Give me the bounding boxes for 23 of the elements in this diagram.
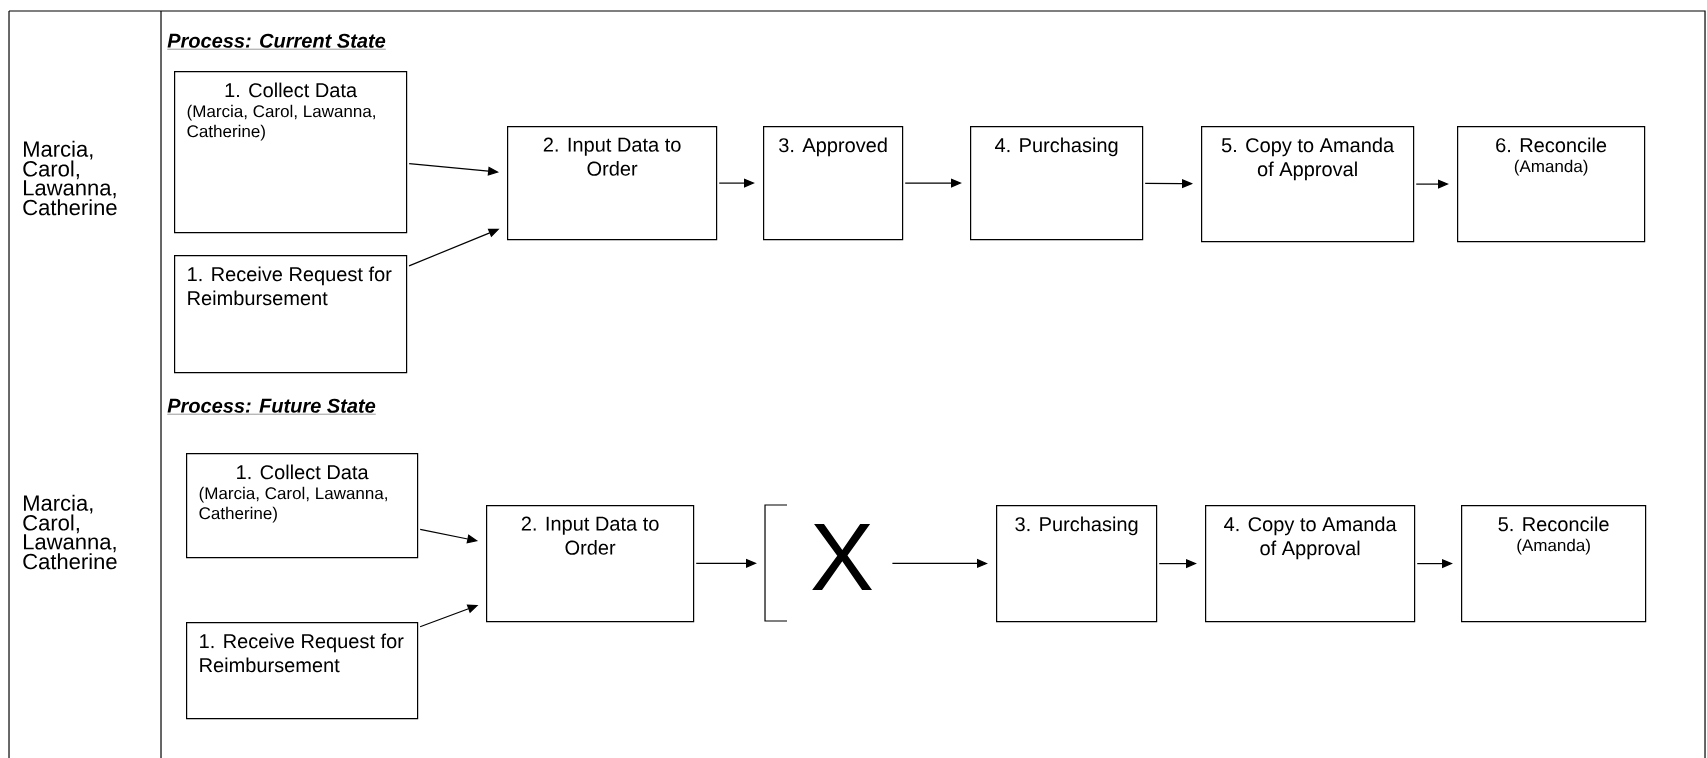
person-list: Marcia, Carol, Lawanna, Catherine [23, 494, 117, 570]
process-box: 1. Collect Data (Marcia, Carol, Lawanna, Catherine) [186, 453, 419, 559]
process-box: 5. Copy to Amanda of Approval [1201, 126, 1415, 243]
person-list: Marcia, Carol, Lawanna, Catherine [23, 140, 117, 216]
process-box: 1. Receive Request for Reimbursement [186, 622, 419, 720]
process-box: 4. Copy to Amanda of Approval [1205, 505, 1416, 623]
process-box: 2. Input Data to Order [486, 505, 695, 623]
crossed-out-step: X [764, 504, 872, 622]
arrow [718, 178, 755, 188]
process-box: 6. Reconcile (Amanda) [1457, 126, 1646, 243]
process-box: 1. Receive Request for Reimbursement [174, 255, 408, 374]
arrow [408, 162, 499, 176]
process-box: 3. Approved [763, 126, 904, 241]
section-heading: Process: Future State [167, 398, 376, 415]
process-box: 2. Input Data to Order [507, 126, 718, 241]
arrow [1415, 179, 1449, 189]
process-box: 5. Reconcile (Amanda) [1461, 505, 1647, 623]
section-heading: Process: Current State [167, 33, 386, 50]
process-box: 4. Purchasing [970, 126, 1144, 241]
process-box: 3. Purchasing [996, 505, 1158, 623]
process-box: 1. Collect Data (Marcia, Carol, Lawanna, Catherine) [174, 71, 408, 234]
arrow [695, 558, 757, 568]
arrow [904, 178, 962, 188]
